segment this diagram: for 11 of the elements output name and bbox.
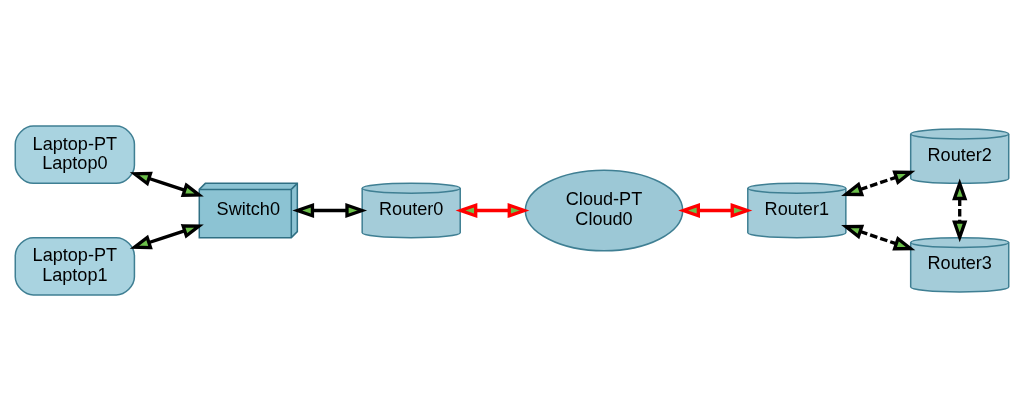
arrow [292,202,368,218]
arrow [952,177,968,242]
arrow [455,202,530,218]
node-ellipse: Cloud-PT Cloud0 [524,168,684,252]
arrow [129,171,204,197]
arrow [841,224,916,250]
node-box: Laptop-PT Laptop0 [14,124,136,184]
arrow [678,202,753,218]
arrow [129,223,204,249]
node-box: Laptop-PT Laptop1 [14,236,136,296]
arrow [841,170,916,196]
